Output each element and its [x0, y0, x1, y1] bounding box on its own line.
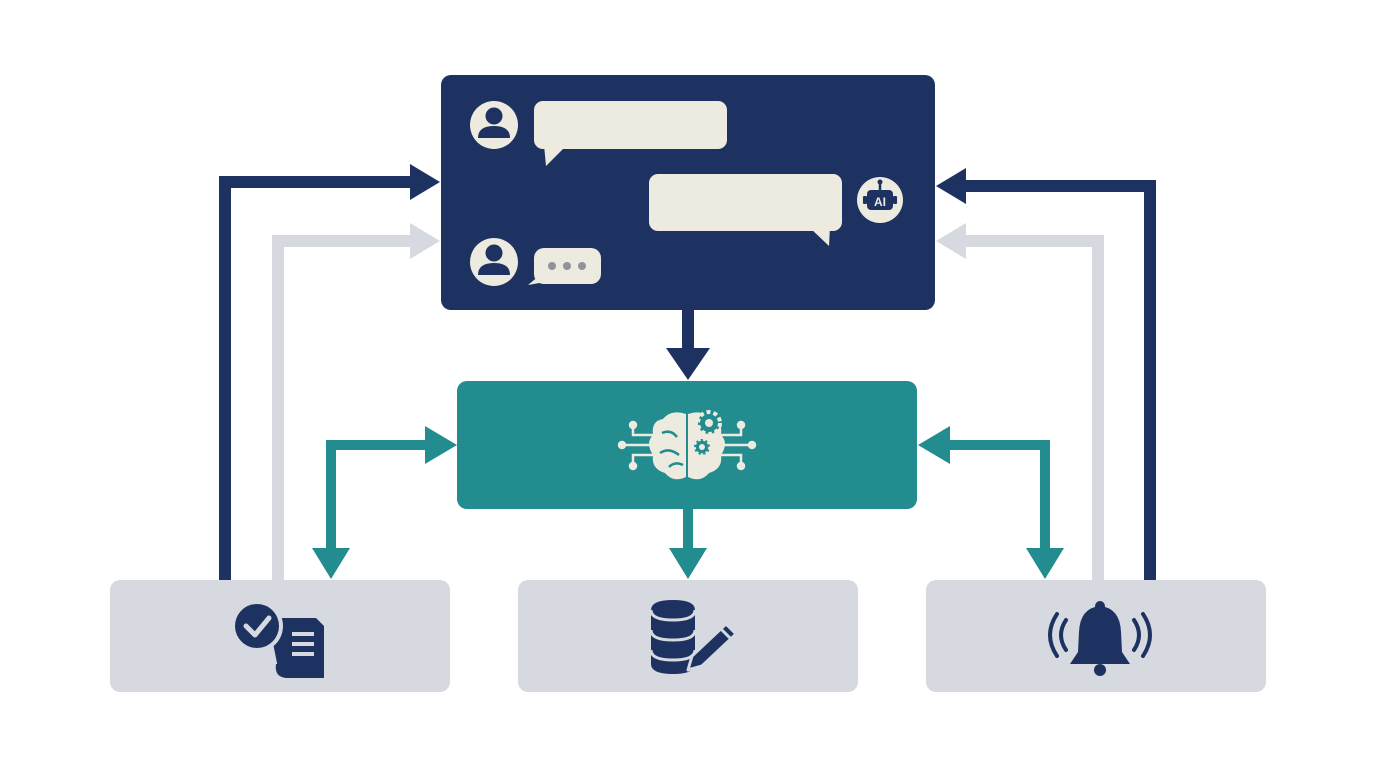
output-data-panel [518, 580, 858, 692]
arrowhead-navy-right-top [936, 168, 966, 204]
gear-icon [696, 410, 722, 436]
connector-tasks-to-chat-navy [219, 176, 415, 580]
ai-robot-icon: AI [857, 177, 903, 223]
arrowhead-alerts-down [1026, 548, 1064, 579]
ai-message-bubble [649, 174, 842, 246]
arrowhead-gray-left [410, 223, 440, 259]
arrowhead-tasks-down [312, 548, 350, 579]
arrowhead-processing-left-in [425, 426, 457, 464]
database-edit-icon [649, 600, 738, 674]
connector-processing-to-tasks [326, 440, 428, 550]
arrowhead-navy-left-top [410, 164, 440, 200]
user-avatar-icon [470, 238, 518, 286]
arrowhead-gray-right [936, 223, 966, 259]
connector-alerts-to-chat-navy [960, 180, 1156, 580]
output-alerts-panel [926, 580, 1266, 692]
user-avatar-icon [470, 101, 518, 149]
connector-processing-to-alerts [948, 440, 1050, 550]
arrowhead-chat-to-processing [666, 348, 710, 380]
ai-badge-label: AI [874, 195, 886, 209]
typing-indicator-bubble [528, 248, 601, 285]
user-message-bubble [534, 101, 727, 166]
output-tasks-panel [110, 580, 450, 692]
connector-alerts-to-chat-gray [960, 235, 1104, 580]
gear-icon [692, 437, 712, 457]
connector-tasks-to-chat-gray [272, 235, 415, 580]
arrowhead-processing-right-in [918, 426, 950, 464]
brain-shape [649, 410, 725, 480]
brain-circuit-gears-icon [617, 420, 757, 471]
pencil-icon [686, 622, 738, 672]
chat-panel: AI [441, 75, 935, 310]
arrowhead-data-down [669, 548, 707, 579]
checklist-document-icon [231, 600, 324, 678]
ringing-bell-icon [1048, 601, 1152, 676]
processing-panel [457, 381, 917, 509]
